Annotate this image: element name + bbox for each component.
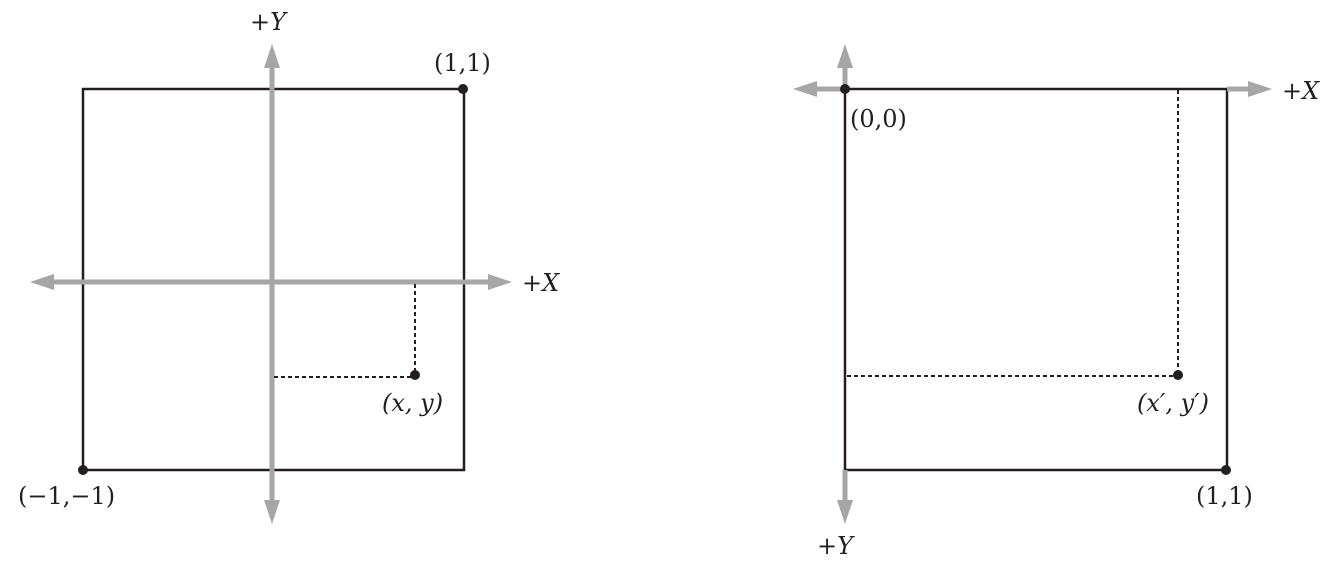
- right-corner-bottom-right: [1221, 465, 1231, 475]
- left-diagram: +Y (1,1) +X (x, y) (−1,−1): [18, 8, 560, 524]
- y-arrow-down-icon: [264, 500, 280, 524]
- left-point: [410, 370, 420, 380]
- right-diagram: +X (0,0) (x′, y′) (1,1) +Y: [793, 44, 1320, 560]
- y-arrow-down-icon: [837, 500, 853, 524]
- right-origin-label: (0,0): [850, 105, 907, 133]
- right-square: [843, 87, 1229, 472]
- left-corner-top-right: [458, 84, 468, 94]
- left-corner-bottom-left: [78, 465, 88, 475]
- right-y-label: +Y: [817, 532, 855, 560]
- left-x-label: +X: [522, 269, 560, 297]
- x-arrow-left-icon: [793, 81, 817, 97]
- left-y-label: +Y: [250, 8, 288, 36]
- y-arrow-up-icon: [837, 44, 853, 68]
- right-x-label: +X: [1282, 77, 1320, 105]
- left-point-label: (x, y): [382, 389, 443, 417]
- right-point: [1173, 370, 1183, 380]
- x-arrow-right-icon: [488, 274, 512, 290]
- right-bottom-right-label: (1,1): [1196, 482, 1253, 510]
- right-origin: [840, 84, 850, 94]
- left-top-right-label: (1,1): [434, 49, 491, 77]
- x-arrow-right-icon: [1248, 81, 1272, 97]
- x-arrow-left-icon: [30, 274, 54, 290]
- left-bottom-left-label: (−1,−1): [18, 482, 115, 510]
- right-point-label: (x′, y′): [1137, 389, 1209, 417]
- y-arrow-up-icon: [264, 44, 280, 68]
